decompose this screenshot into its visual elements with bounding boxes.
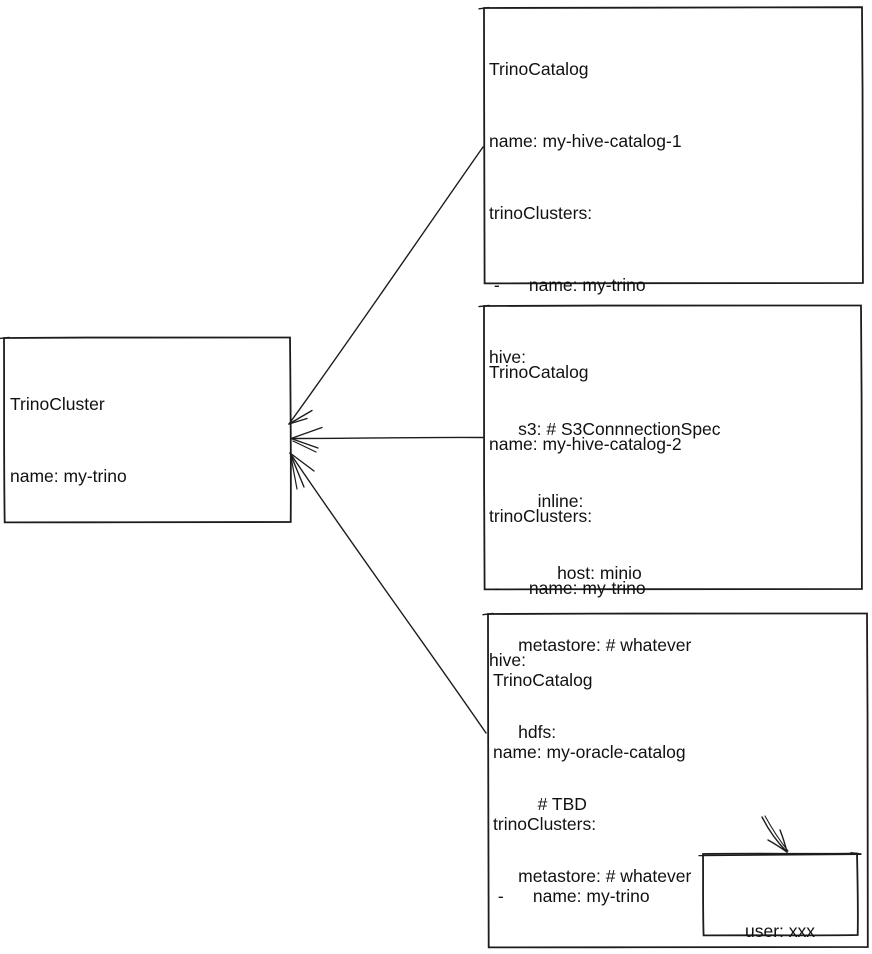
catalog-title: TrinoCatalog <box>489 362 589 382</box>
arrowhead-catalog3-stroke <box>289 452 315 472</box>
arrowhead-catalog3-stroke <box>290 456 298 490</box>
connector-catalog1-to-cluster <box>288 146 484 425</box>
catalog-box-1-text: TrinoCatalog name: my-hive-catalog-1 tri… <box>489 9 721 705</box>
yaml-line: name: my-hive-catalog-2 <box>489 434 682 454</box>
arrowhead-catalog2-stroke <box>292 440 317 453</box>
yaml-line: metastore: # whatever <box>489 635 692 655</box>
credentials-box-top-doubled-stroke <box>698 853 862 857</box>
credentials-box-border <box>702 852 859 937</box>
yaml-line: - name: my-trino <box>489 275 646 295</box>
arrowhead-catalog1-stroke <box>288 417 308 425</box>
yaml-line: inline: <box>489 491 584 511</box>
catalog-box-3-text: TrinoCatalog name: my-oracle-catalog tri… <box>493 620 808 954</box>
credentials-arrowhead-stroke <box>779 829 788 853</box>
arrowhead-catalog2-stroke <box>290 426 323 440</box>
yaml-line: s3: # S3ConnnectionSpec <box>489 419 721 439</box>
connector-catalog3-to-cluster <box>289 452 487 734</box>
yaml-line: name: my-trino <box>10 466 127 486</box>
catalog-box-2-text: TrinoCatalog name: my-hive-catalog-2 tri… <box>489 312 691 936</box>
credentials-box-corner-tick <box>850 852 862 855</box>
yaml-line: trinoClusters: <box>489 506 593 526</box>
cluster-title: TrinoCluster <box>10 394 105 414</box>
cluster-box-corner-tick <box>0 336 10 340</box>
yaml-line: host: minio <box>489 563 642 583</box>
yaml-line: # TBD <box>489 794 587 814</box>
catalog-box-1-border <box>483 6 864 285</box>
catalog-box-3-corner-tick <box>482 612 494 616</box>
arrowhead-catalog3-stroke <box>289 452 305 488</box>
yaml-line: hive: <box>489 347 526 367</box>
cluster-box-text: TrinoCluster name: my-trino <box>10 344 127 536</box>
catalog-title: TrinoCatalog <box>489 59 589 79</box>
credentials-box-text: user: xxx password: xxx <box>702 871 858 954</box>
credentials-arrowhead-stroke <box>767 839 788 853</box>
yaml-line: name: my-oracle-catalog <box>493 742 686 762</box>
yaml-line: trinoClusters: <box>489 203 593 223</box>
connector-catalog2-to-cluster <box>290 436 484 440</box>
cluster-box-border <box>3 336 292 524</box>
catalog-box-2-border <box>483 304 863 591</box>
yaml-line: hive: <box>489 650 526 670</box>
yaml-line: hdfs: <box>489 722 557 742</box>
arrowhead-catalog2-stroke <box>290 437 319 449</box>
catalog-title: TrinoCatalog <box>493 670 593 690</box>
yaml-line: - name: my-trino <box>493 886 650 906</box>
catalog-box-2-corner-tick <box>478 304 490 308</box>
yaml-line: trinoClusters: <box>493 814 597 834</box>
yaml-line: name: my-hive-catalog-1 <box>489 131 682 151</box>
credentials-user-line: user: xxx <box>744 921 816 941</box>
credentials-arrow-line <box>761 816 788 853</box>
yaml-line: metastore: # whatever <box>489 866 692 886</box>
catalog-box-1-corner-tick <box>478 6 490 10</box>
arrowhead-catalog1-stroke <box>288 409 313 425</box>
catalog-box-3-border <box>487 612 869 949</box>
yaml-line: - name: my-trino <box>489 578 646 598</box>
